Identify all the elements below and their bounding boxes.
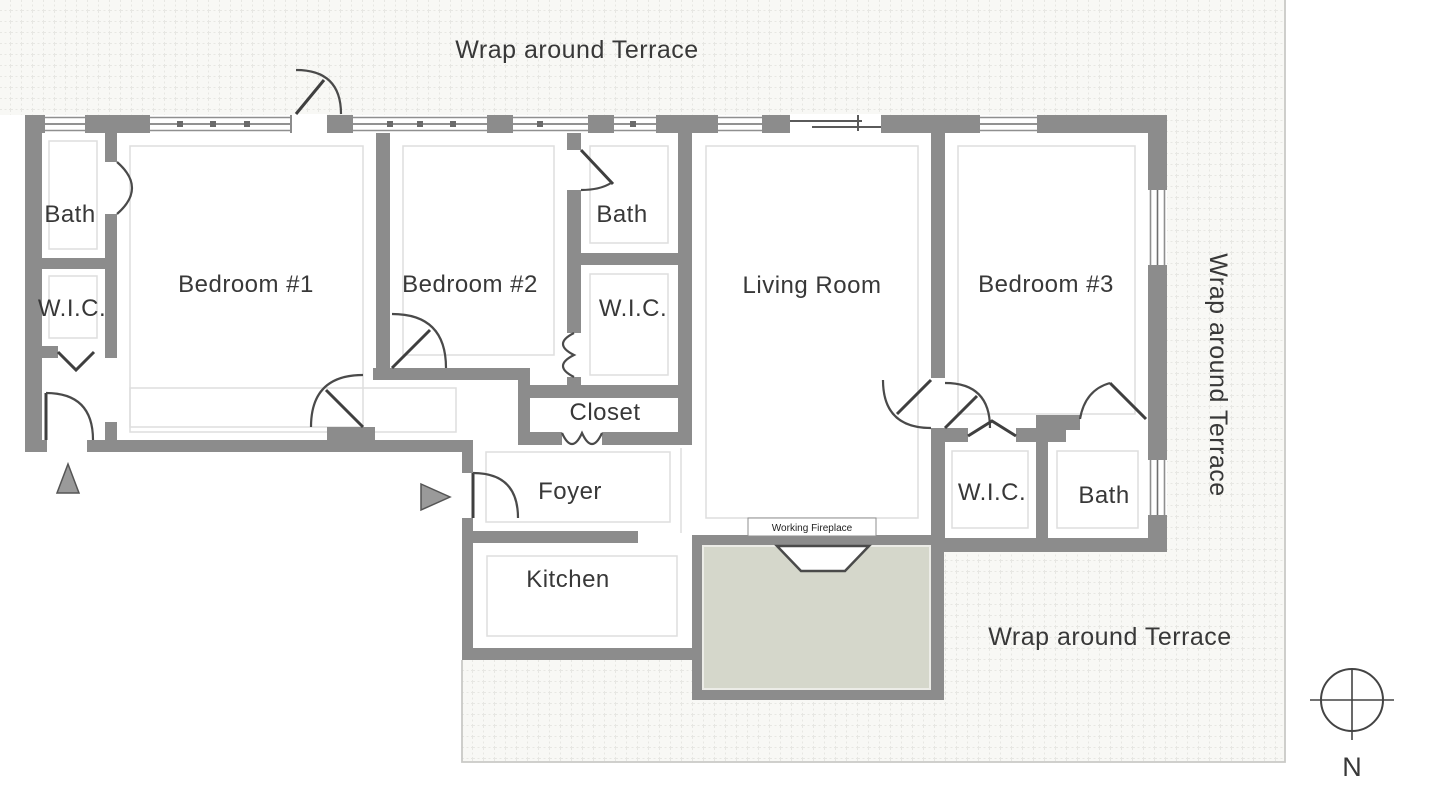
- terrace-bottom-band-right: [944, 552, 1167, 762]
- kitchen-outline: [486, 555, 678, 637]
- bath-3-label: Bath: [1078, 482, 1129, 509]
- entry-arrow-right-icon: [420, 482, 452, 512]
- fireplace-label: Working Fireplace: [772, 523, 853, 534]
- right-wall-terrace-door: [1148, 460, 1167, 515]
- wic-3-bifold-door: [967, 419, 1017, 438]
- wic-1-outline: [48, 275, 98, 339]
- living-room-label: Living Room: [743, 272, 882, 299]
- sliding-door-opening: [790, 114, 881, 134]
- terrace-right-label: Wrap around Terrace: [1204, 253, 1232, 496]
- terrace-door-opening: [292, 114, 327, 134]
- doors: [44, 68, 1148, 519]
- bath-2-label: Bath: [596, 201, 647, 228]
- foyer-label: Foyer: [538, 478, 602, 505]
- wic-3-outline: [951, 450, 1029, 529]
- bedroom-3-label: Bedroom #3: [978, 271, 1114, 298]
- terrace-top-label: Wrap around Terrace: [455, 36, 698, 64]
- terrace-areas: [0, 0, 1286, 763]
- bath-1-door: [116, 161, 133, 215]
- wic-3-label: W.I.C.: [958, 479, 1026, 506]
- wic-2-bifold-door: [561, 332, 577, 378]
- living-room-outline: [705, 145, 919, 519]
- window-strips: [45, 115, 1037, 133]
- entrance-door: [44, 391, 95, 441]
- right-wall-window: [1148, 190, 1167, 265]
- bedroom-2-label: Bedroom #2: [402, 271, 538, 298]
- bedroom-2-outline: [402, 145, 555, 356]
- terrace-bottom-band-left: [462, 660, 692, 762]
- closet-accordion-door: [560, 430, 604, 446]
- wic-2-outline: [589, 273, 669, 376]
- corridor-outline: [129, 387, 457, 433]
- terrace-top-band: [0, 0, 1285, 115]
- bath-3-door: [1078, 381, 1148, 421]
- closet-label: Closet: [569, 399, 640, 426]
- fireplace-hearth: [774, 544, 872, 573]
- bedroom-1-label: Bedroom #1: [178, 271, 314, 298]
- sliding-door: [790, 115, 881, 131]
- bath-2-door: [579, 148, 615, 192]
- bath-3-outline: [1056, 450, 1139, 529]
- bedroom-2-door: [390, 312, 448, 370]
- bath-1-label: Bath: [44, 201, 95, 228]
- compass-icon: N: [1310, 668, 1394, 782]
- room-inner-outlines: [48, 140, 1139, 637]
- terrace-bottom-label: Wrap around Terrace: [988, 623, 1231, 651]
- window-ticks: [177, 121, 636, 127]
- terrace-border: [461, 0, 1286, 763]
- bath-2-outline: [589, 145, 669, 244]
- wic-1-bifold-door: [56, 350, 96, 373]
- terrace-bottom-band-mid: [692, 700, 944, 762]
- bedroom-3-door: [943, 381, 992, 430]
- bedroom-1-door: [309, 373, 365, 429]
- foyer-outline: [485, 451, 671, 523]
- wic-2-label: W.I.C.: [599, 295, 667, 322]
- bedroom-3-outline: [957, 145, 1136, 415]
- bedroom-1-outline: [129, 145, 364, 428]
- entry-arrow-up-icon: [55, 461, 81, 494]
- terrace-right-band: [1167, 115, 1285, 762]
- bath-1-outline: [48, 140, 98, 250]
- foyer-door: [471, 471, 520, 519]
- kitchen-label: Kitchen: [526, 566, 610, 593]
- compass-north-label: N: [1342, 752, 1362, 782]
- patio: Working Fireplace: [702, 517, 931, 690]
- labels: Wrap around Terrace Wrap around Terrace …: [38, 36, 1232, 651]
- wic-1-label: W.I.C.: [38, 295, 106, 322]
- fireplace-label-box: [747, 517, 877, 537]
- terrace-door: [294, 68, 343, 115]
- living-room-door: [881, 378, 933, 430]
- windows: [45, 114, 1167, 515]
